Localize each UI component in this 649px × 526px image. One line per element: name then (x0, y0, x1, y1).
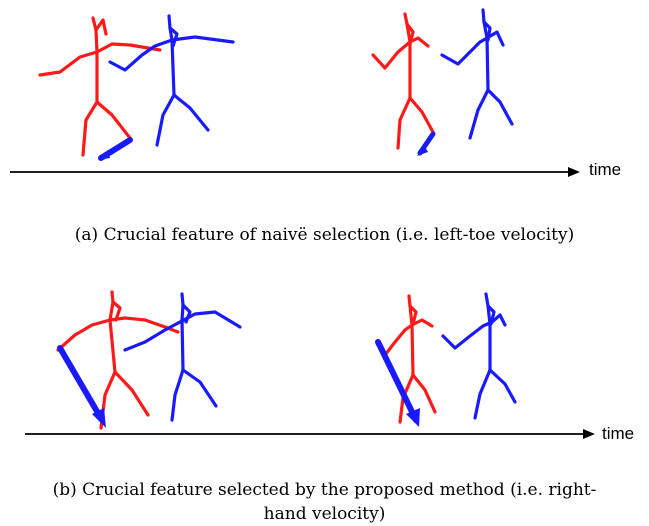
blue-figure-b1 (123, 292, 242, 422)
panel-a-illustration (10, 8, 580, 177)
left-toe-velocity-arrow-1 (98, 137, 133, 161)
time-axis-label-b: time (602, 424, 635, 443)
red-figure-a2 (371, 12, 435, 150)
caption-a: (a) Crucial feature of naivë selection (… (74, 225, 575, 245)
time-axis-arrowhead-b (583, 429, 595, 439)
right-hand-velocity-arrow-1 (57, 345, 106, 428)
red-figure-b1 (56, 290, 180, 430)
time-axis-label-a: time (589, 160, 622, 179)
caption-b: (b) Crucial feature selected by the prop… (52, 480, 597, 524)
time-axis-arrowhead (568, 167, 580, 177)
left-toe-velocity-arrow-2 (417, 131, 436, 156)
panel-b-illustration (25, 290, 595, 439)
red-figure-a1 (38, 16, 162, 157)
blue-figure-a2 (440, 8, 514, 140)
blue-figure-b2 (441, 292, 517, 420)
right-hand-velocity-arrow-2 (375, 339, 420, 427)
blue-figure-a1 (108, 14, 235, 147)
